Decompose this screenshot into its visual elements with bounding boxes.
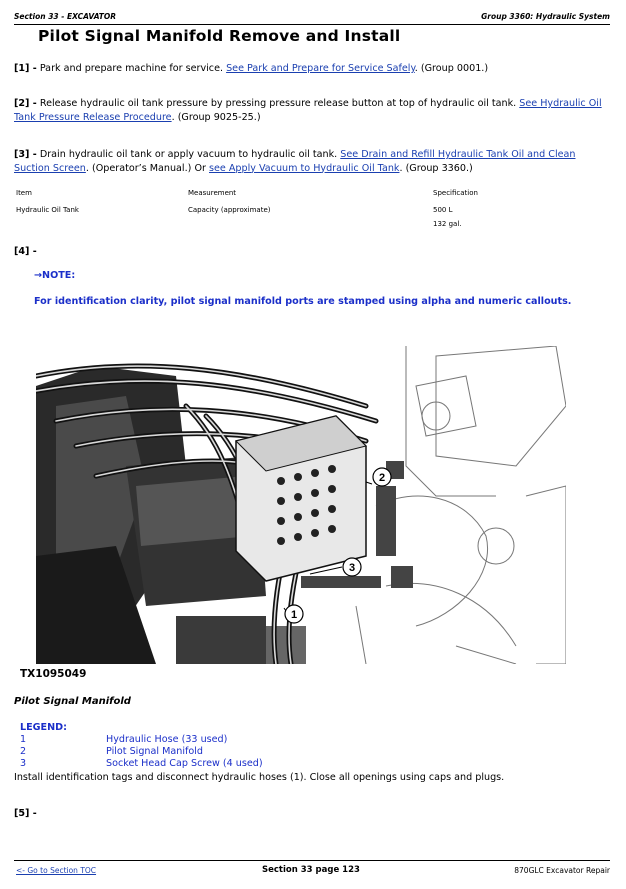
step-number: [3] - (14, 149, 37, 160)
page-number: Section 33 page 123 (262, 865, 360, 875)
callout-1-circle (284, 604, 304, 624)
step-4: [4] - (14, 245, 610, 259)
legend-label-2: Pilot Signal Manifold (106, 746, 204, 757)
legend-num-2: 2 (20, 746, 27, 757)
callout-1: 1 (291, 609, 297, 621)
figure-caption: Pilot Signal Manifold (14, 696, 131, 707)
step-1: [1] - Park and prepare machine for servi… (14, 62, 610, 76)
callout-3: 3 (349, 562, 355, 574)
step-number: [5] - (14, 808, 37, 819)
callout-3-circle (342, 557, 362, 577)
cell-item: Hydraulic Oil Tank (16, 206, 79, 214)
drain-refill-link[interactable]: See Drain and Refill Hydraulic Tank Oil … (14, 149, 576, 174)
callout-2-circle (372, 467, 392, 487)
header-rule (14, 24, 610, 25)
step-number: [1] - (14, 63, 37, 74)
section-toc-link[interactable]: <- Go to Section TOC (16, 866, 97, 875)
step-2: [2] - Release hydraulic oil tank pressur… (14, 97, 610, 124)
note-heading: →NOTE: (34, 270, 76, 281)
step-ref: . (Group 0001.) (414, 63, 489, 74)
step-ref: . (Group 9025-25.) (171, 111, 261, 123)
section-header: Section 33 - EXCAVATOR (14, 12, 117, 21)
step-4-instruction: Install identification tags and disconne… (14, 772, 505, 783)
note-text: For identification clarity, pilot signal… (34, 296, 572, 307)
step-middle: . (Operator’s Manual.) Or (85, 162, 209, 174)
legend-label-3: Socket Head Cap Screw (4 used) (106, 758, 263, 769)
legend-num-3: 3 (20, 758, 27, 769)
col-header-specification: Specification (433, 189, 478, 197)
step-text: Drain hydraulic oil tank or apply vacuum… (36, 149, 341, 160)
legend-label-1: Hydraulic Hose (33 used) (106, 734, 228, 745)
legend-heading: LEGEND: (20, 722, 67, 733)
park-prepare-link[interactable]: See Park and Prepare for Service Safely (226, 63, 415, 74)
col-header-item: Item (16, 189, 32, 197)
group-header: Group 3360: Hydraulic System (481, 12, 610, 21)
col-header-measurement: Measurement (188, 189, 237, 197)
step-number: [4] - (14, 246, 37, 257)
manual-model: 870GLC Excavator Repair (514, 866, 610, 875)
step-text: Park and prepare machine for service. (36, 63, 227, 74)
figure-id: TX1095049 (20, 668, 87, 680)
step-3: [3] - Drain hydraulic oil tank or apply … (14, 148, 610, 175)
footer-rule (14, 860, 610, 861)
cell-measurement: Capacity (approximate) (188, 206, 271, 214)
cell-spec-imperial: 132 gal. (433, 220, 462, 228)
step-text: Release hydraulic oil tank pressure by p… (36, 98, 520, 109)
step-ref: . (Group 3360.) (399, 162, 473, 174)
step-5: [5] - (14, 807, 610, 821)
callout-2: 2 (379, 472, 385, 484)
legend-num-1: 1 (20, 734, 27, 745)
page-title: Pilot Signal Manifold Remove and Install (38, 27, 401, 45)
pilot-signal-manifold-illustration: 2 3 1 (36, 346, 566, 664)
tank-pressure-release-link[interactable]: See Hydraulic Oil Tank Pressure Release … (14, 98, 602, 123)
cell-spec-metric: 500 L (433, 206, 453, 214)
step-number: [2] - (14, 98, 37, 109)
apply-vacuum-link[interactable]: see Apply Vacuum to Hydraulic Oil Tank (209, 162, 400, 174)
